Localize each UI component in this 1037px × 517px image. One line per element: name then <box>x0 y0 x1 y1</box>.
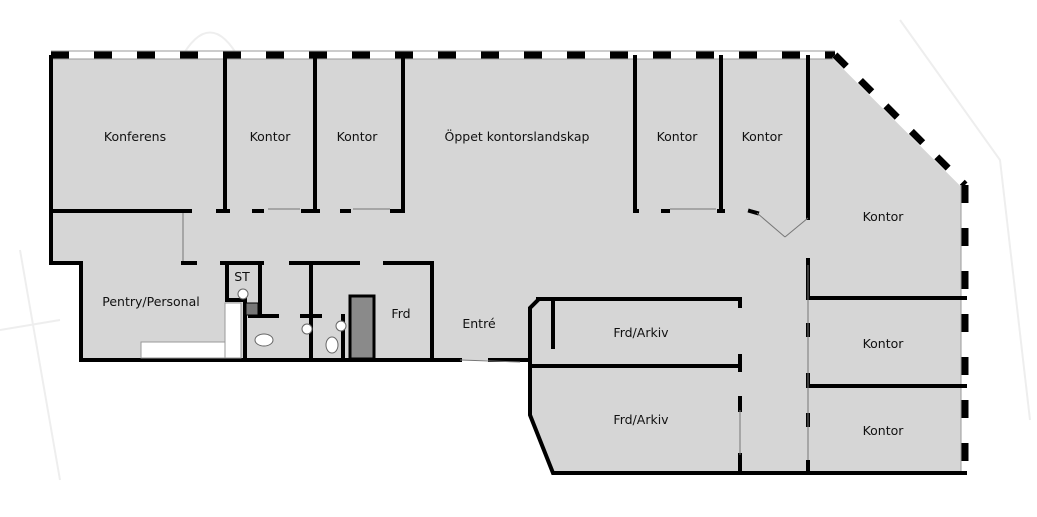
room-label-kontor: Kontor <box>863 336 905 351</box>
sink-icon <box>335 320 347 332</box>
room-label-kontor: Kontor <box>657 129 699 144</box>
room-label-kontor: Kontor <box>863 423 905 438</box>
sink-icon <box>301 323 313 335</box>
room-label-frd-arkiv: Frd/Arkiv <box>613 325 669 340</box>
room-label-frd: Frd <box>391 306 410 321</box>
room-label-kontor: Kontor <box>863 209 905 224</box>
exterior-walls <box>49 50 969 475</box>
room-label-konferens: Konferens <box>104 129 166 144</box>
room-label-open-office: Öppet kontorslandskap <box>445 128 590 144</box>
room-label-kontor: Kontor <box>742 129 784 144</box>
shaft-small <box>245 302 259 316</box>
shaft <box>348 294 376 361</box>
sink-icon <box>237 288 249 300</box>
room-label-pentry: Pentry/Personal <box>102 294 200 309</box>
room-label-frd-arkiv: Frd/Arkiv <box>613 412 669 427</box>
toilet-icon <box>254 333 274 347</box>
room-label-kontor: Kontor <box>250 129 292 144</box>
interior-walls <box>49 55 967 475</box>
background-building-sketch <box>0 19 1031 481</box>
kitchen-counter-side <box>224 302 242 359</box>
room-label-entre: Entré <box>462 316 496 331</box>
floor-area <box>51 57 965 473</box>
room-label-kontor: Kontor <box>337 129 379 144</box>
room-label-st: ST <box>234 269 250 284</box>
toilet-icon <box>325 336 339 354</box>
